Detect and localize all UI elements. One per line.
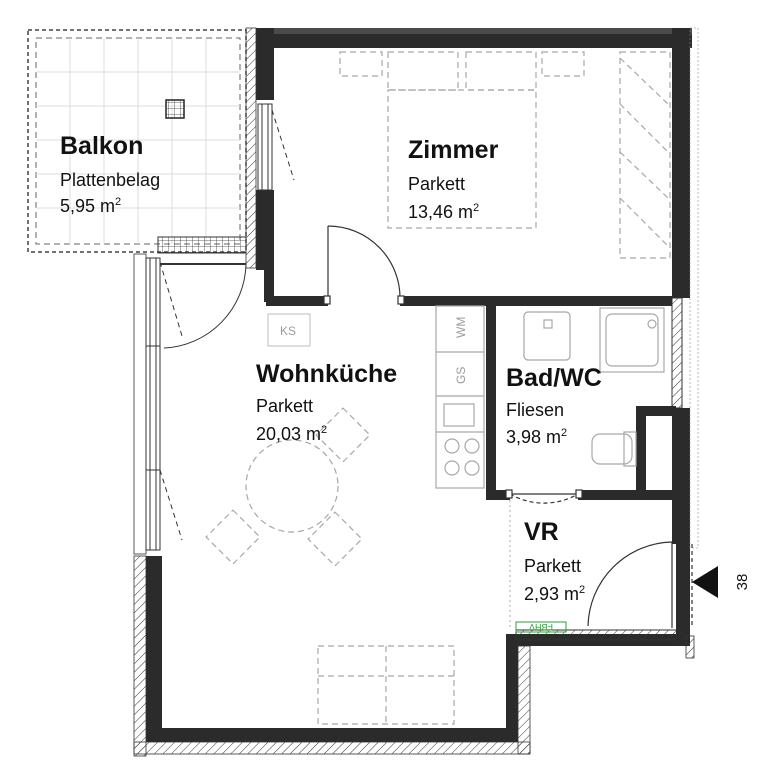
entrance-arrow-icon [692, 566, 718, 598]
label-badwc: Bad/WC Fliesen 3,98 m2 [506, 364, 602, 447]
room-floor-wohnkueche: Parkett [256, 396, 313, 416]
dining-set [205, 407, 371, 567]
washbasin-icon [523, 311, 571, 361]
shower-icon [599, 307, 665, 373]
balcony [27, 29, 247, 254]
label-wohnkueche: Wohnküche Parkett 20,03 m2 [256, 360, 397, 444]
balcony-door [160, 263, 247, 349]
bed [339, 51, 585, 229]
balcony-threshold [157, 236, 247, 254]
room-area-zimmer: 13,46 m2 [408, 202, 479, 222]
room-name-vr: VR [524, 518, 559, 546]
washing-machine-label: WM [454, 317, 468, 338]
bath-fixtures [523, 307, 665, 467]
room-floor-balkon: Plattenbelag [60, 170, 160, 190]
kitchen-counter [435, 305, 485, 489]
label-vr: VR Parkett 2,93 m2 [524, 518, 585, 604]
fbhv-distributor: FBHV [515, 621, 567, 633]
svg-text:FBHV: FBHV [529, 622, 553, 632]
label-zimmer: Zimmer Parkett 13,46 m2 [408, 136, 499, 222]
drain-icon [165, 99, 185, 119]
room-area-vr: 2,93 m2 [524, 584, 585, 604]
hob-icon [444, 438, 460, 454]
fridge [267, 313, 311, 347]
wardrobe [619, 51, 671, 259]
room-floor-zimmer: Parkett [408, 174, 465, 194]
room-floor-badwc: Fliesen [506, 400, 564, 420]
room-name-balkon: Balkon [60, 132, 143, 160]
walls [146, 28, 692, 742]
room-area-wohnkueche: 20,03 m2 [256, 424, 327, 444]
room-area-balkon: 5,95 m2 [60, 196, 121, 216]
entrance-door [587, 541, 693, 628]
room-name-badwc: Bad/WC [506, 364, 602, 392]
toilet-icon [591, 433, 633, 465]
room-name-wohnkueche: Wohnküche [256, 360, 397, 388]
unit-number: 38 [734, 574, 751, 591]
room-name-zimmer: Zimmer [408, 136, 499, 164]
door-zimmer [323, 225, 405, 305]
window-zimmer [257, 103, 295, 191]
exterior-insulation [133, 27, 699, 757]
room-floor-vr: Parkett [524, 556, 581, 576]
door-bad [505, 489, 583, 504]
dishwasher-label: GS [454, 367, 468, 384]
label-balkon: Balkon Plattenbelag 5,95 m2 [60, 132, 160, 216]
room-area-badwc: 3,98 m2 [506, 427, 567, 447]
window-wohnkueche [145, 257, 183, 551]
sink-icon [443, 403, 475, 427]
fridge-label: KS [280, 324, 296, 338]
entrance-marker: 38 [692, 566, 751, 598]
sofa [317, 645, 455, 725]
